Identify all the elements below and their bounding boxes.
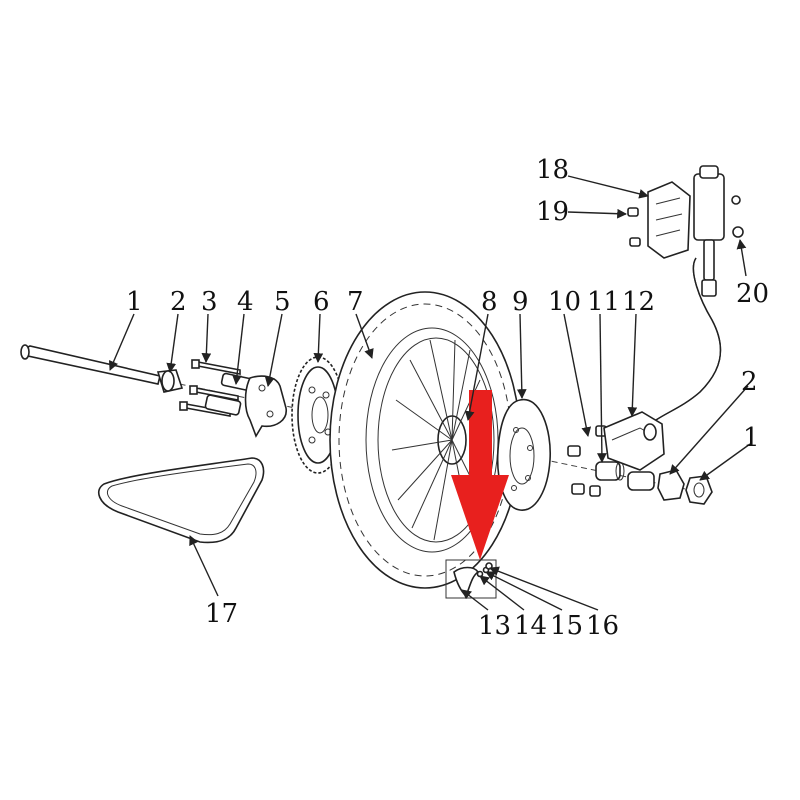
label-part-11: 11 — [587, 287, 620, 317]
spacer-right-part — [595, 461, 625, 481]
label-part-2-right: 2 — [741, 367, 758, 397]
lock-plate-part — [244, 375, 287, 438]
brake-disc-part — [496, 398, 551, 511]
label-part-2-left: 2 — [170, 287, 187, 317]
label-part-20: 20 — [736, 279, 769, 309]
master-cylinder-part — [627, 165, 744, 421]
highlight-arrow — [451, 390, 509, 560]
label-part-19: 19 — [536, 197, 569, 227]
disc-bolts-part — [567, 425, 607, 497]
label-part-16: 16 — [586, 611, 619, 641]
label-part-18: 18 — [536, 155, 569, 185]
label-part-14: 14 — [514, 611, 547, 641]
label-part-9: 9 — [512, 287, 529, 317]
label-part-10: 10 — [548, 287, 581, 317]
label-part-15: 15 — [550, 611, 583, 641]
label-part-8: 8 — [481, 287, 498, 317]
label-part-1-right: 1 — [743, 423, 760, 453]
spacer-nut-right-part — [657, 469, 713, 505]
label-part-1-left: 1 — [126, 287, 143, 317]
label-part-12: 12 — [622, 287, 655, 317]
label-part-4: 4 — [237, 287, 254, 317]
part-labels: 1 2 3 4 5 6 7 8 9 10 11 12 13 14 15 16 1… — [126, 155, 769, 641]
label-part-7: 7 — [347, 287, 364, 317]
drive-chain-part — [97, 457, 265, 544]
label-part-3: 3 — [201, 287, 218, 317]
sprocket-bolts-part — [179, 359, 241, 417]
label-part-17: 17 — [205, 599, 238, 629]
label-part-6: 6 — [313, 287, 330, 317]
label-part-13: 13 — [478, 611, 511, 641]
leader-lines — [108, 175, 751, 611]
label-part-5: 5 — [274, 287, 291, 317]
brake-caliper-part — [603, 411, 665, 491]
spacer-left-part — [156, 369, 184, 393]
